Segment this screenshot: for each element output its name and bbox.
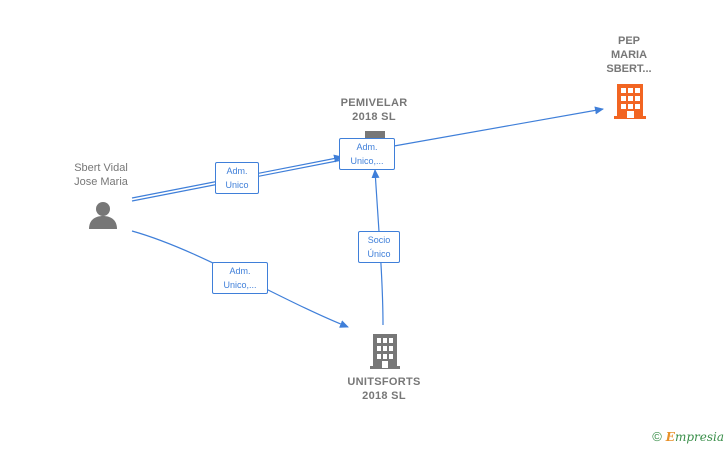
edge-label-person-pemivelar[interactable]: Adm. Unico [215,162,259,194]
edge-pemivelar-pep [393,106,604,147]
copyright-symbol: © [652,429,662,444]
building-icon-unitsforts[interactable] [369,334,401,370]
edge-label-pemivelar-pep[interactable]: Adm. Unico,... [339,138,395,170]
building-icon-highlight[interactable] [612,84,648,120]
person-name[interactable]: Sbert Vidal Jose Maria [74,162,128,188]
empresia-brand[interactable]: © Empresia [652,429,724,444]
edge-label-unitsforts-pemivelar[interactable]: Socio Único [358,231,400,263]
person-icon[interactable] [88,200,118,230]
pep-name[interactable]: PEP MARIA SBERT... [606,35,652,75]
pemivelar-name[interactable]: PEMIVELAR 2018 SL [340,97,408,123]
edge-label-person-unitsforts[interactable]: Adm. Unico,... [212,262,268,294]
unitsforts-name[interactable]: UNITSFORTS 2018 SL [347,376,421,402]
empresia-logo: Empresia [665,429,724,444]
